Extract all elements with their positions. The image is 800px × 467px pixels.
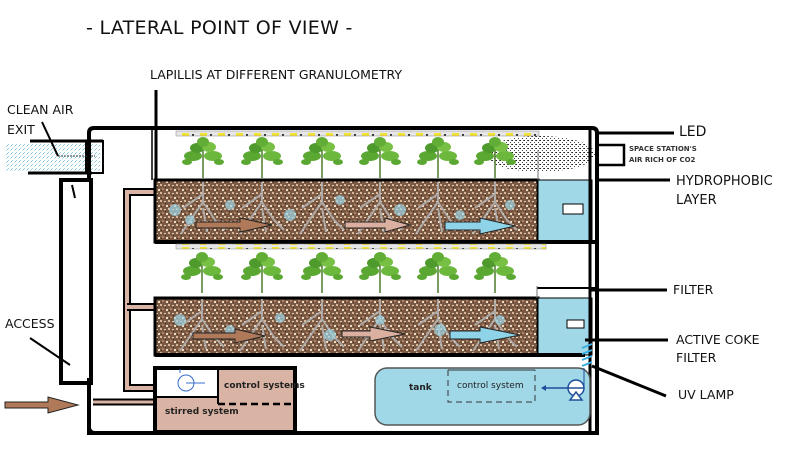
label-control-systems: control systems [224,381,305,391]
label-tank: tank [409,383,432,393]
label-space-station-air: SPACE STATION'S AIR RICH OF CO2 [629,145,697,165]
label-led: LED [679,124,707,140]
tank [374,367,591,426]
uv-lamp-leader [591,364,667,398]
access-leader [29,337,71,366]
label-stirred-system: stirred system [165,407,239,417]
clean-air-leader [41,121,59,157]
uv-lamp [581,343,593,367]
led-strip-lower [175,243,547,250]
inlet-arrow [4,396,80,414]
co2-inlet-pipe [597,143,626,167]
led-strip-upper [175,130,540,137]
flow-arrow-lower-3 [449,326,521,344]
flow-arrow-upper-1 [195,217,273,233]
water-pipe [125,190,155,390]
substrate-lower [153,296,540,357]
access-door [59,178,93,385]
label-uv-lamp: UV LAMP [678,387,734,402]
diagram-title: - LATERAL POINT OF VIEW - [86,17,353,39]
flow-arrow-lower-1 [192,328,266,344]
label-filter: FILTER [673,282,714,297]
exit-filter [85,140,104,174]
flow-arrow-upper-2 [344,217,412,233]
plants-lower [180,251,517,294]
flow-arrow-lower-2 [341,326,406,342]
clean-air-cloud [5,143,100,171]
label-active-coke-filter: ACTIVE COKE FILTER [676,332,760,366]
plants-upper [181,136,517,179]
flow-arrow-upper-3 [444,217,516,235]
water-flow-lower [174,313,505,341]
label-lapillis: LAPILLIS AT DIFFERENT GRANULOMETRY [150,67,402,82]
label-clean-air-exit: CLEAN AIR EXIT [7,102,74,138]
water-flow-upper [169,195,515,225]
label-access: ACCESS [5,316,55,331]
label-tank-control-system: control system [457,381,524,391]
label-hydrophobic-layer: HYDROPHOBIC LAYER [676,174,773,208]
